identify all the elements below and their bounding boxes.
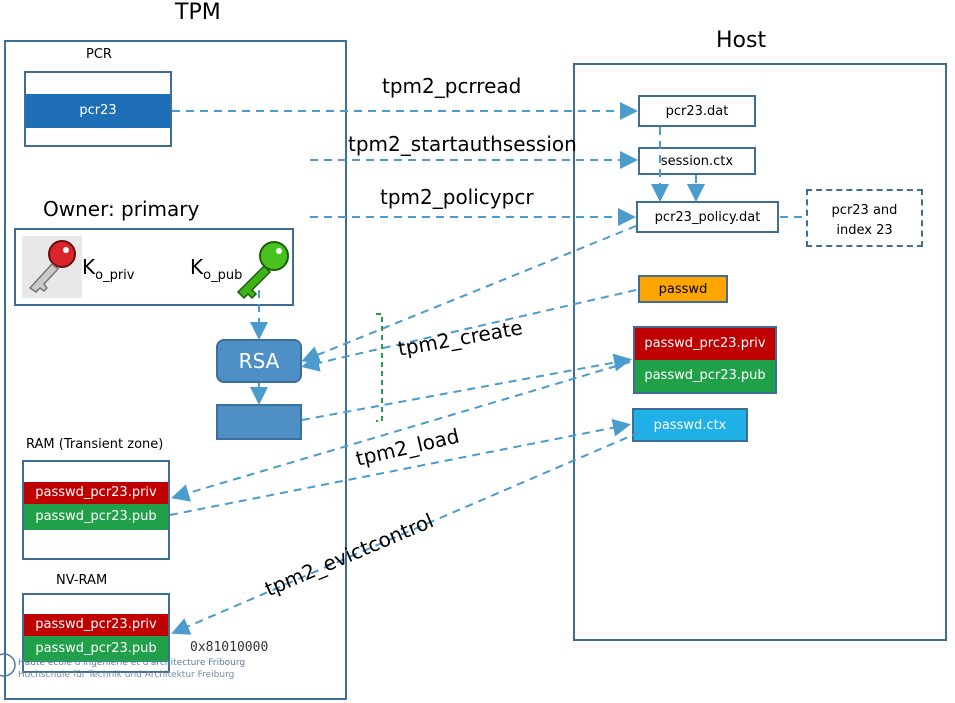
host-title: Host: [716, 28, 767, 53]
footer-line-1: Haute école d'ingénierie et d'architectu…: [18, 658, 246, 668]
tpm-panel: [4, 40, 347, 700]
nvram-label: NV-RAM: [56, 573, 108, 588]
host-pub-object: passwd_pcr23.pub: [635, 360, 775, 392]
passwd-file: passwd: [638, 275, 728, 303]
k-o-pub-label: Ko_pub: [190, 255, 243, 283]
rsa-output-block: [216, 404, 302, 440]
school-logo-icon: [0, 650, 16, 680]
ram-pub-object: passwd_pcr23.pub: [24, 504, 168, 530]
cmd-pcrread: tpm2_pcrread: [382, 74, 522, 98]
footer-line-2: Hochschule für Technik und Architektur F…: [18, 670, 235, 680]
public-key-icon: [230, 238, 294, 302]
session-ctx-file: session.ctx: [638, 147, 756, 175]
host-priv-object: passwd_prc23.priv: [635, 328, 775, 360]
persistent-handle: 0x81010000: [190, 640, 269, 655]
passwd-ctx-file: passwd.ctx: [632, 408, 748, 442]
cmd-startauthsession: tpm2_startauthsession: [348, 132, 577, 156]
k-o-priv-label: Ko_priv: [82, 255, 135, 283]
ram-priv-object: passwd_pcr23.priv: [24, 482, 168, 504]
policy-note: pcr23 and index 23: [806, 189, 923, 247]
tpm-title: TPM: [175, 0, 221, 25]
nvram-pub-object: passwd_pcr23.pub: [24, 636, 168, 662]
policy-dat-file: pcr23_policy.dat: [636, 201, 779, 233]
ram-label: RAM (Transient zone): [26, 437, 164, 452]
nvram-priv-object: passwd_pcr23.priv: [24, 614, 168, 636]
rsa-block: RSA: [216, 339, 302, 383]
policy-note-line-2: index 23: [836, 223, 893, 238]
private-key-icon: [22, 236, 82, 298]
policy-note-line-1: pcr23 and: [831, 203, 898, 218]
cmd-policypcr: tpm2_policypcr: [380, 185, 534, 209]
pcr23-register: pcr23: [26, 94, 170, 128]
host-object-box: [633, 326, 777, 394]
host-panel: [573, 63, 947, 641]
owner-title: Owner: primary: [43, 197, 200, 221]
pcr-dat-file: pcr23.dat: [638, 95, 756, 127]
pcr-label: PCR: [86, 47, 112, 62]
